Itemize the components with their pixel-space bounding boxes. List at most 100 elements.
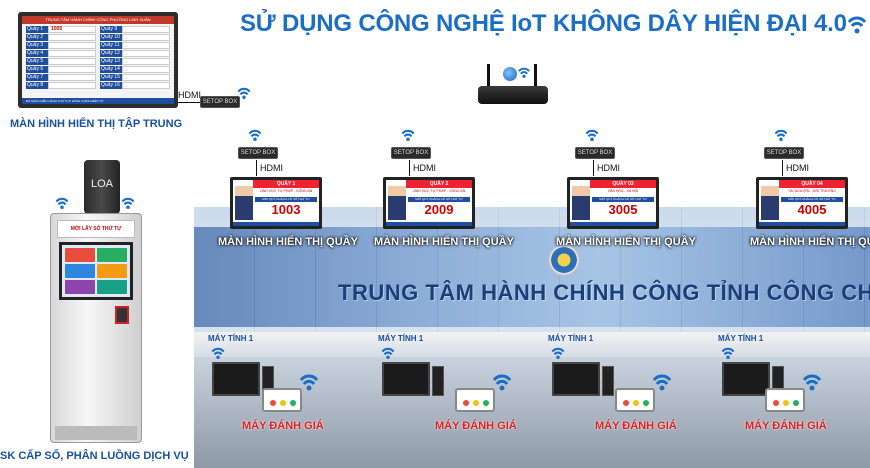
wifi-icon [652,374,672,391]
queue-row: Quầy 16 [100,82,170,89]
counter-display: QUẦY 03 VĂN HÓA - XÃ HỘI MỜI QUÝ KHÁCH C… [567,177,659,229]
router-antenna [487,64,490,102]
central-display-caption: MÀN HÌNH HIỂN THỊ TẬP TRUNG [10,118,183,130]
wifi-icon [518,67,530,78]
queue-row-label: Quầy 10 [100,34,122,41]
ticket-printer-slot [115,306,129,324]
counter-invite-bar: MỜI QUÝ KHÁCH CÓ SỐ THỨ TỰ [592,197,654,202]
setop-box: SETOP BOX [764,147,804,159]
counter-field-label: LĨNH VỰC TƯ PHÁP - CÔNG AN [412,189,466,193]
rating-tablet[interactable] [765,388,805,412]
wifi-icon [299,374,319,391]
hdmi-cable [256,160,257,176]
wifi-icon [721,347,735,359]
speaker: LOA [84,160,120,214]
kiosk-touchscreen[interactable] [59,242,133,300]
emblem-logo [547,243,581,277]
computer-label: MÁY TÍNH 1 [718,334,764,343]
kiosk-top-label: MỜI LẤY SỐ THỨ TỰ [57,220,135,238]
wifi-icon [551,347,565,359]
counter-ticket-number: 2009 [424,202,454,217]
wifi-icon [211,347,225,359]
globe-icon [503,67,517,81]
desktop-monitor [212,362,260,396]
speaker-label: LOA [90,178,113,190]
queue-row: Quầy 3 [26,42,96,49]
hdmi-cable [782,160,783,176]
router-antenna [534,64,537,102]
hall-banner-text: TRUNG TÂM HÀNH CHÍNH CÔNG TỈNH CÔNG CHÍN… [338,280,870,305]
wifi-icon [248,129,262,141]
rating-device-label: MÁY ĐÁNH GIÁ [595,420,677,432]
queue-row: Quầy 10 [100,34,170,41]
hdmi-cable [178,102,202,103]
queue-row: Quầy 4 [26,50,96,57]
queue-row-value [122,74,170,81]
kiosk-base [55,426,137,440]
setop-box: SETOP BOX [238,147,278,159]
computer-label: MÁY TÍNH 1 [378,334,424,343]
desktop-monitor [382,362,430,396]
queue-row-value [122,66,170,73]
queue-row: Quầy 15 [100,74,170,81]
queue-row-value [122,42,170,49]
wireless-router [478,86,548,104]
counter-display: QUẦY 04 TÀI NGUYÊN - MÔI TRƯỜNG MỜI QUÝ … [756,177,848,229]
pc-tower [602,366,614,396]
wifi-icon [121,197,135,209]
hdmi-label: HDMI [178,90,201,100]
counter-display-caption: MÀN HÌNH HIỂN THỊ QUẦY [218,236,358,248]
ticket-kiosk: MỜI LẤY SỐ THỨ TỰ [50,213,142,443]
counter-field-label: LĨNH VỰC TƯ PHÁP - CÔNG AN [259,189,313,193]
staff-photo [761,186,779,220]
wifi-icon [237,87,251,99]
hdmi-label: HDMI [260,163,283,173]
counter-queue-label: QUẦY 03 [590,180,656,188]
queue-row-value [122,58,170,65]
queue-row-value [48,34,96,41]
counter-display-caption: MÀN HÌNH HIỂN THỊ QUẦY [556,236,696,248]
staff-photo [235,186,253,220]
rating-tablet[interactable] [615,388,655,412]
queue-row-value [48,74,96,81]
staff-photo [388,186,406,220]
queue-row: Quầy 7 [26,74,96,81]
rating-tablet[interactable] [455,388,495,412]
counter-invite-bar: MỜI QUÝ KHÁCH CÓ SỐ THỨ TỰ [255,197,317,202]
queue-row-label: Quầy 15 [100,74,122,81]
queue-row-label: Quầy 4 [26,50,48,57]
counter-field-label: TÀI NGUYÊN - MÔI TRƯỜNG [788,189,836,193]
queue-row: Quầy 9 [100,26,170,33]
central-display-header: TRUNG TÂM HÀNH CHÍNH CÔNG PHƯỜNG LINH XU… [22,16,174,24]
queue-row-label: Quầy 7 [26,74,48,81]
counter-ticket-number: 4005 [797,202,827,217]
queue-row: Quầy 6 [26,66,96,73]
counter-ticket-number: 3005 [608,202,638,217]
counter-display-caption: MÀN HÌNH HIỂN THỊ QUẦY [750,236,870,248]
counter-queue-label: QUẦY 04 [779,180,845,188]
page-title: SỬ DỤNG CÔNG NGHỆ IoT KHÔNG DÂY HIỆN ĐẠI… [240,10,847,37]
queue-row: Quầy 12 [100,50,170,57]
queue-row-value [48,58,96,65]
setop-box: SETOP BOX [391,147,431,159]
computer-label: MÁY TÍNH 1 [208,334,254,343]
queue-row-value: 1005 [48,26,96,33]
queue-row-value [48,66,96,73]
hdmi-label: HDMI [597,163,620,173]
rating-device-label: MÁY ĐÁNH GIÁ [435,420,517,432]
wifi-icon [847,16,867,34]
desktop-monitor [722,362,770,396]
queue-row-label: Quầy 13 [100,58,122,65]
queue-row: Quầy 2 [26,34,96,41]
queue-row-label: Quầy 3 [26,42,48,49]
rating-tablet[interactable] [262,388,302,412]
counter-invite-bar: MỜI QUÝ KHÁCH CÓ SỐ THỨ TỰ [781,197,843,202]
central-display-footer: ĐÀ NẴNG ĐIỀU HÀNH THỦ TỤC HÀNH CHÍNH ĐIỆ… [22,98,174,104]
queue-row-label: Quầy 6 [26,66,48,73]
queue-row-value [48,50,96,57]
rating-device-label: MÁY ĐÁNH GIÁ [242,420,324,432]
staff-photo [572,186,590,220]
queue-row-value [122,26,170,33]
